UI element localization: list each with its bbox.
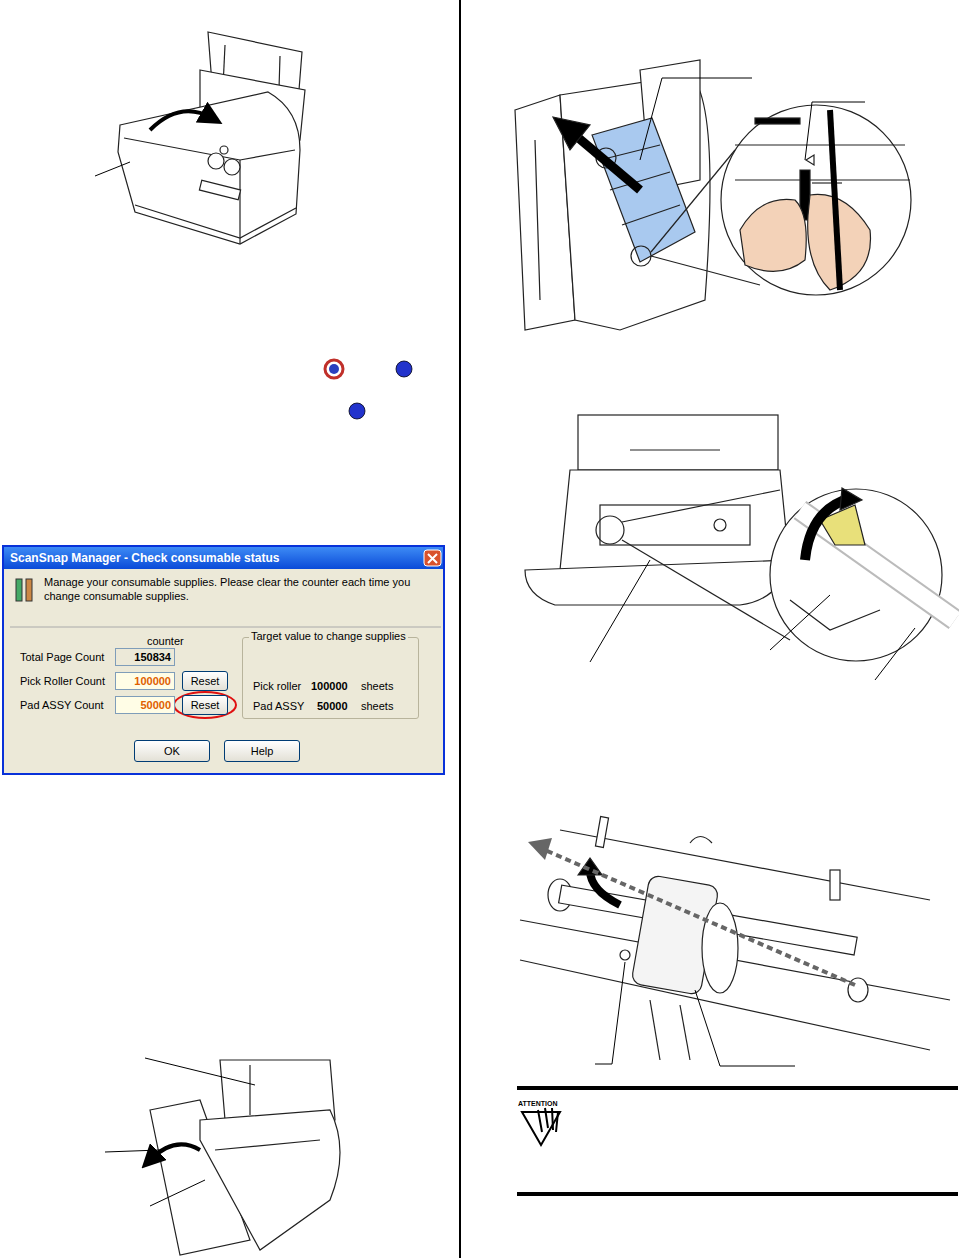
target-group-box: Target value to change suppliesPick roll… [242, 637, 419, 719]
target-value: 100000 [311, 680, 348, 692]
step-markers [325, 360, 412, 419]
removal-arrowhead [528, 838, 552, 860]
count-field: 50000 [115, 696, 175, 714]
group-title: Target value to change supplies [249, 630, 408, 642]
removal-path [545, 850, 855, 985]
attention-box [517, 1086, 958, 1196]
button-label: OK [164, 745, 180, 757]
notice-icon-text: ATTENTION [518, 1100, 558, 1107]
scanner-closed [118, 32, 305, 244]
button-label: Reset [191, 699, 220, 711]
row-label: Pad ASSY Count [20, 699, 104, 711]
scanner-open-pad [515, 60, 911, 330]
leader-line [95, 162, 130, 176]
count-value: 50000 [140, 699, 171, 711]
dialog-title: ScanSnap Manager - Check consumable stat… [10, 551, 279, 565]
leader-lines [595, 962, 795, 1066]
dialog-window: ScanSnap Manager - Check consumable stat… [2, 545, 445, 775]
leader-lines [640, 78, 865, 183]
row-label: Total Page Count [20, 651, 104, 663]
supply-name: Pad ASSY [253, 700, 304, 712]
leader-lines [105, 1058, 255, 1206]
column-heading: counter [147, 635, 184, 647]
dialog-message: Manage your consumable supplies. Please … [44, 575, 439, 603]
button-label: Help [251, 745, 274, 757]
reset-button: Reset [182, 671, 228, 691]
reset-button: Reset [182, 695, 228, 715]
button-label: Reset [191, 675, 220, 687]
unit: sheets [361, 700, 393, 712]
title-bar: ScanSnap Manager - Check consumable stat… [4, 547, 443, 569]
count-value: 150834 [134, 651, 171, 663]
count-field: 100000 [115, 672, 175, 690]
count-value: 100000 [134, 675, 171, 687]
column-divider [459, 0, 461, 1258]
row-label: Pick Roller Count [20, 675, 105, 687]
unit: sheets [361, 680, 393, 692]
leader-lines [590, 560, 915, 680]
supply-name: Pick roller [253, 680, 301, 692]
roller-closeup [520, 817, 950, 1060]
target-value: 50000 [317, 700, 348, 712]
ok-button: OK [134, 740, 210, 762]
help-button: Help [224, 740, 300, 762]
count-field: 150834 [115, 648, 175, 666]
scanner-front-open [525, 415, 955, 661]
scanner-open-cover [150, 1060, 340, 1255]
